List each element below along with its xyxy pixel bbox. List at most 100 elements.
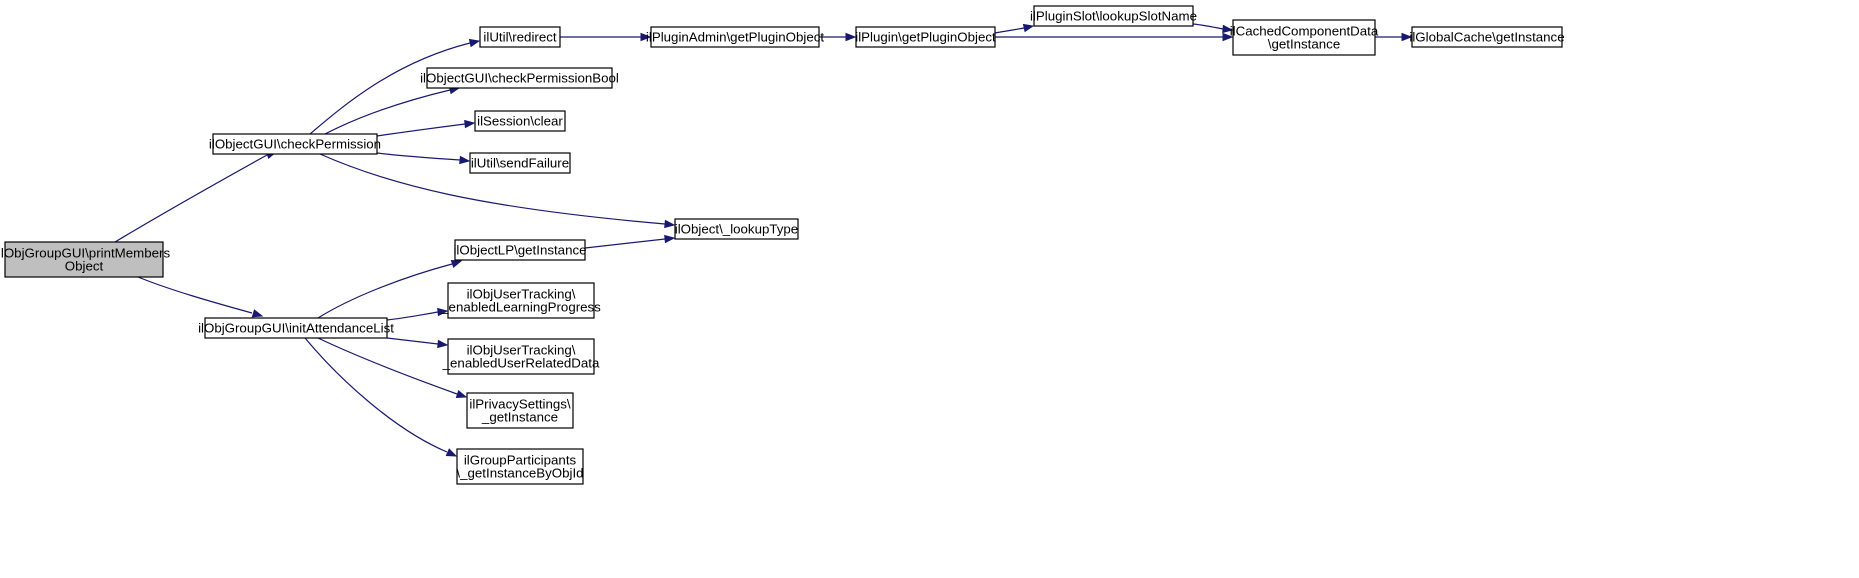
node-box: [466, 392, 574, 429]
node-label: ilObjectGUI\checkPermission: [209, 137, 381, 152]
edge-checkPermission-to-redirect: [309, 38, 481, 135]
node-label: \getInstance: [1268, 37, 1340, 52]
node-label: _getInstance: [481, 410, 558, 425]
edge-line: [376, 152, 461, 161]
arrowhead: [640, 32, 652, 42]
arrowhead: [437, 339, 449, 349]
edge-initAttendanceList-to-enabledURD: [386, 337, 449, 349]
arrowhead: [450, 259, 463, 269]
node-box: [447, 338, 595, 375]
edge-cachedComponent-to-globalCache: [1375, 32, 1413, 42]
node-label: ilPluginSlot\lookupSlotName: [1030, 9, 1197, 24]
node-label: ilObject\_lookupType: [675, 222, 798, 237]
arrowhead: [1022, 23, 1035, 33]
node-label: ilGroupParticipants: [464, 453, 577, 468]
edge-root-to-checkPermission: [114, 150, 278, 243]
node-box: [426, 67, 613, 89]
node-box: [474, 110, 566, 132]
arrowhead: [437, 307, 449, 317]
node-box: [454, 239, 586, 261]
edge-pluginGetPlugin-to-lookupSlotName: [994, 23, 1035, 34]
edge-initAttendanceList-to-enabledLP: [386, 307, 449, 321]
node-box: [469, 152, 571, 174]
edges-layer: [114, 23, 1413, 457]
edge-initAttendanceList-to-lpGetInstance: [317, 259, 463, 319]
edge-checkPermission-to-sessionClear: [376, 119, 476, 137]
node-pluginGetPlugin[interactable]: ilPlugin\getPluginObject: [855, 26, 996, 48]
node-box: [650, 26, 820, 48]
edge-line: [309, 42, 471, 135]
arrowhead: [251, 309, 264, 318]
edge-line: [994, 27, 1025, 34]
node-label: ilSession\clear: [477, 114, 563, 129]
node-label: ilObjUserTracking\: [467, 343, 576, 358]
edge-line: [386, 337, 439, 345]
edge-line: [114, 154, 268, 243]
arrowhead: [459, 155, 471, 165]
node-groupParticipants[interactable]: ilGroupParticipants\_getInstanceByObjId: [456, 448, 584, 485]
edge-line: [317, 263, 453, 319]
node-box: [456, 448, 584, 485]
node-label: ilPrivacySettings\: [469, 397, 571, 412]
node-globalCache[interactable]: ilGlobalCache\getInstance: [1409, 26, 1565, 48]
node-label: ilUtil\redirect: [483, 30, 556, 45]
edge-lookupSlotName-to-cachedComponent: [1192, 23, 1234, 34]
node-enabledLP[interactable]: ilObjUserTracking\_enabledLearningProgre…: [440, 282, 601, 319]
edge-line: [324, 89, 451, 135]
node-label: ilObjUserTracking\: [467, 287, 576, 302]
edge-initAttendanceList-to-privacy: [317, 337, 468, 399]
arrowhead: [445, 448, 458, 457]
edge-initAttendanceList-to-groupParticipants: [304, 337, 458, 457]
node-lookupSlotName[interactable]: ilPluginSlot\lookupSlotName: [1030, 5, 1197, 27]
node-label: ilCachedComponentData: [1230, 24, 1379, 39]
node-label: Object: [65, 259, 104, 274]
node-label: _enabledLearningProgress: [440, 300, 601, 315]
node-box: [447, 282, 595, 319]
arrowhead: [664, 219, 676, 229]
node-sessionClear[interactable]: ilSession\clear: [474, 110, 566, 132]
node-box: [479, 26, 561, 48]
node-initAttendanceList[interactable]: ilObjGroupGUI\initAttendanceList: [198, 317, 394, 339]
edge-line: [137, 276, 253, 314]
edge-line: [584, 238, 666, 249]
edge-line: [319, 153, 666, 225]
node-adminGetPlugin[interactable]: ilPluginAdmin\getPluginObject: [646, 26, 824, 48]
node-checkPermission[interactable]: ilObjectGUI\checkPermission: [209, 133, 381, 155]
node-label: ilGlobalCache\getInstance: [1409, 30, 1564, 45]
node-lpGetInstance[interactable]: ilObjectLP\getInstance: [453, 239, 587, 261]
node-box: [204, 317, 388, 339]
node-sendFailure[interactable]: ilUtil\sendFailure: [469, 152, 571, 174]
edge-line: [304, 337, 448, 453]
edge-line: [317, 337, 458, 395]
arrowhead: [1222, 24, 1234, 34]
node-lookupType[interactable]: ilObject\_lookupType: [674, 218, 799, 240]
arrowhead: [455, 389, 468, 399]
node-checkPermissionBool[interactable]: ilObjectGUI\checkPermissionBool: [420, 67, 619, 89]
arrowhead: [464, 119, 476, 129]
node-box: [674, 218, 799, 240]
edge-lpGetInstance-to-lookupType: [584, 234, 676, 249]
arrowhead: [1222, 32, 1234, 42]
node-label: ilPluginAdmin\getPluginObject: [646, 30, 824, 45]
node-label: ilObjGroupGUI\printMembers: [0, 246, 170, 261]
arrowhead: [845, 32, 857, 42]
node-privacy[interactable]: ilPrivacySettings\_getInstance: [466, 392, 574, 429]
arrowhead: [468, 38, 481, 48]
edge-redirect-to-adminGetPlugin: [560, 32, 652, 42]
node-box: [1411, 26, 1563, 48]
node-label: \_getInstanceByObjId: [456, 466, 583, 481]
arrowhead: [1401, 32, 1413, 42]
node-cachedComponent[interactable]: ilCachedComponentData\getInstance: [1230, 19, 1379, 56]
edge-checkPermission-to-lookupType: [319, 153, 676, 229]
node-box: [1033, 5, 1194, 27]
node-redirect[interactable]: ilUtil\redirect: [479, 26, 561, 48]
node-enabledURD[interactable]: ilObjUserTracking\_enabledUserRelatedDat…: [442, 338, 600, 375]
node-box: [4, 241, 164, 278]
node-label: ilUtil\sendFailure: [471, 156, 569, 171]
edge-line: [1192, 23, 1224, 30]
edge-adminGetPlugin-to-pluginGetPlugin: [819, 32, 857, 42]
edge-root-to-initAttendanceList: [137, 276, 264, 318]
